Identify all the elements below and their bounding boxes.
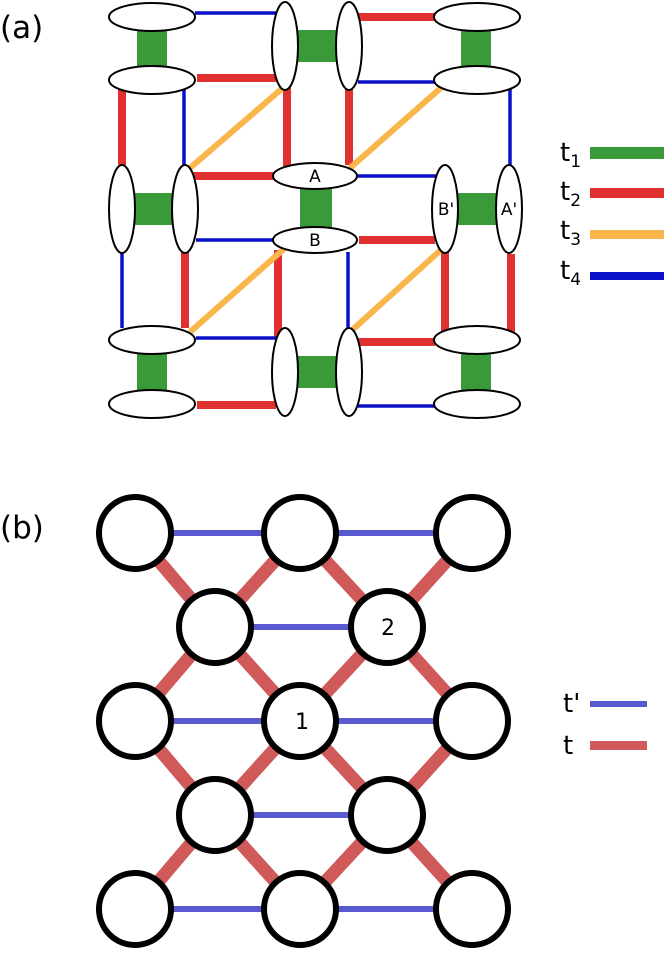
site <box>433 682 511 760</box>
site <box>433 2 521 32</box>
t3-bond <box>188 83 287 171</box>
site <box>108 65 196 95</box>
t1-bond <box>298 30 338 62</box>
legend-t2-swatch <box>590 188 664 198</box>
site <box>96 870 174 948</box>
site <box>108 325 196 355</box>
t1-bond <box>137 26 167 70</box>
site-B-label: B <box>309 231 321 251</box>
site <box>433 389 521 419</box>
site <box>176 776 254 854</box>
legend-t2-label: t2 <box>560 177 581 211</box>
panel-a-sites <box>108 1 523 419</box>
t1-bond <box>298 356 338 388</box>
site <box>433 65 521 95</box>
site-A-prime-label: A' <box>501 200 517 220</box>
site-A <box>272 162 358 190</box>
t1-bond <box>132 193 176 225</box>
t1-bond <box>137 352 167 396</box>
panel-b-label: (b) <box>0 510 44 546</box>
panel-a-legend: t1 t2 t3 t4 <box>560 138 664 290</box>
site <box>176 588 254 666</box>
legend-t-swatch <box>590 741 647 750</box>
t1-bonds <box>132 26 500 396</box>
legend-t4-label: t4 <box>560 256 581 290</box>
t3-bond <box>188 245 287 335</box>
t1-bond <box>300 187 332 229</box>
site <box>433 494 511 572</box>
site <box>171 164 199 254</box>
t-prime-bonds <box>171 530 433 912</box>
legend-t-prime-label: t' <box>563 689 580 719</box>
legend-t3-label: t3 <box>560 216 581 250</box>
legend-t1-swatch <box>590 147 664 159</box>
site-A-label: A <box>309 167 321 187</box>
site <box>433 325 521 355</box>
site-B <box>272 226 358 254</box>
site <box>108 164 136 254</box>
legend-t-prime-swatch <box>590 701 647 707</box>
t3-bonds <box>188 83 446 335</box>
site <box>433 870 511 948</box>
site-2 <box>348 588 426 666</box>
panel-a-label: (a) <box>0 10 43 46</box>
site-1 <box>261 682 339 760</box>
site <box>271 327 299 417</box>
site <box>108 389 196 419</box>
site <box>261 870 339 948</box>
site-B-prime <box>431 164 459 254</box>
site-B-prime-label: B' <box>438 200 454 220</box>
t1-bond <box>456 193 500 225</box>
panel-b-sites <box>96 494 511 948</box>
legend-t1-label: t1 <box>560 138 581 172</box>
site <box>96 494 174 572</box>
site <box>335 1 363 91</box>
site <box>96 682 174 760</box>
legend-t4-swatch <box>590 272 664 280</box>
site-2-label: 2 <box>381 616 395 641</box>
site <box>335 327 363 417</box>
t1-bond <box>461 352 491 396</box>
site <box>108 2 196 32</box>
t3-bond <box>348 83 445 171</box>
legend-t-label: t <box>563 731 573 761</box>
site <box>348 776 426 854</box>
site <box>261 494 339 572</box>
legend-t3-swatch <box>590 230 664 239</box>
panel-b-legend: t' t <box>563 689 647 761</box>
site <box>271 1 299 91</box>
t4-bonds <box>120 11 512 408</box>
t1-bond <box>461 26 491 70</box>
site-1-label: 1 <box>295 710 309 735</box>
t3-bond <box>347 245 446 335</box>
site-A-prime <box>495 164 523 254</box>
